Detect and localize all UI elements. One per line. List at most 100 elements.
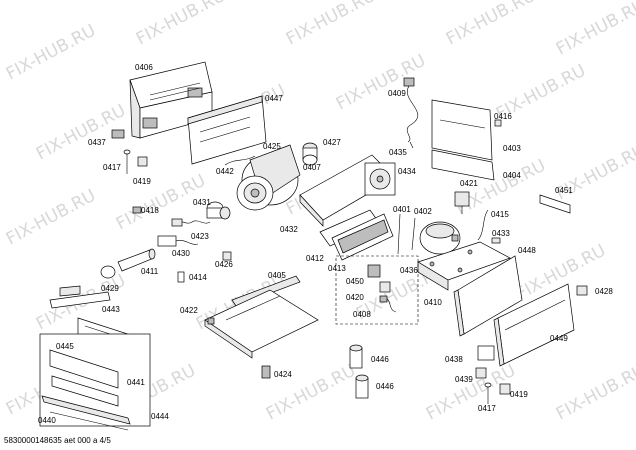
watermark: FIX-HUB.RU: [333, 51, 429, 115]
part-0446-bulb: [349, 344, 363, 369]
label-0439: 0439: [455, 375, 473, 384]
watermark: FIX-HUB.RU: [443, 0, 539, 49]
label-0418: 0418: [141, 206, 159, 215]
label-0444: 0444: [151, 412, 169, 421]
part-0435-fan-housing: [364, 162, 396, 196]
part-0413-tray: [331, 213, 394, 261]
watermark: FIX-HUB.RU: [553, 0, 636, 59]
label-0449: 0449: [550, 334, 568, 343]
label-0408: 0408: [353, 310, 371, 319]
part-0436-compressor: [419, 221, 461, 255]
label-0451: 0451: [555, 186, 573, 195]
part-0446-bulb: [355, 374, 369, 399]
label-0405: 0405: [268, 271, 286, 280]
watermark: FIX-HUB.RU: [133, 0, 229, 49]
label-0426: 0426: [215, 260, 233, 269]
part-0410-base-plate: [417, 241, 511, 291]
label-0433: 0433: [492, 229, 510, 238]
part-0418: [132, 206, 142, 214]
label-0410: 0410: [424, 298, 442, 307]
label-0446: 0446: [376, 382, 394, 391]
part-0402-rod: [411, 217, 416, 251]
part-0428: [576, 285, 588, 296]
part-0401-rod: [397, 213, 401, 255]
part-0444-strip: [49, 411, 129, 431]
label-0446: 0446: [371, 355, 389, 364]
watermark: FIX-HUB.RU: [553, 361, 636, 425]
label-0432: 0432: [280, 225, 298, 234]
label-0424: 0424: [274, 370, 292, 379]
part-0441-panel: [51, 375, 119, 407]
part-0421-relay: [454, 191, 470, 214]
part-0417-screw: [123, 149, 131, 174]
label-0419: 0419: [510, 390, 528, 399]
label-0442: 0442: [216, 167, 234, 176]
part-0417-screw: [484, 382, 492, 404]
document-reference: 5830000148635 aet 000 a 4/5: [4, 436, 111, 445]
label-0403: 0403: [503, 144, 521, 153]
part-0443-rail: [49, 285, 111, 309]
part-0409-power-cord: [403, 77, 419, 149]
part-0403-panel: [431, 99, 493, 161]
part-drawings: [39, 61, 588, 431]
label-0412: 0412: [306, 254, 324, 263]
part-0426: [222, 251, 232, 261]
part-0420: [379, 281, 391, 293]
part-0442-cable: [224, 155, 256, 166]
label-0423: 0423: [191, 232, 209, 241]
label-0447: 0447: [265, 94, 283, 103]
label-0411: 0411: [141, 267, 159, 276]
part-0405-bar: [231, 275, 301, 307]
part-0440-handle: [41, 395, 131, 425]
part-group-0450-0408: [335, 255, 419, 325]
part-0419-clip: [137, 156, 148, 167]
part-0445-panel: [49, 349, 119, 389]
label-0415: 0415: [491, 210, 509, 219]
label-0420: 0420: [346, 293, 364, 302]
label-0422: 0422: [180, 306, 198, 315]
label-0435: 0435: [389, 148, 407, 157]
part-0423-plug: [171, 218, 183, 227]
label-0438: 0438: [445, 355, 463, 364]
label-0450: 0450: [346, 277, 364, 286]
label-0436: 0436: [400, 266, 418, 275]
watermark: FIX-HUB.RU: [3, 21, 99, 85]
label-0445: 0445: [56, 342, 74, 351]
label-0414: 0414: [189, 273, 207, 282]
part-0429: [100, 265, 116, 279]
label-0401: 0401: [393, 205, 411, 214]
part-0404-panel: [431, 149, 495, 181]
part-0451-bracket: [539, 194, 571, 214]
part-0433: [491, 237, 501, 244]
label-0413: 0413: [328, 264, 346, 273]
label-0430: 0430: [172, 249, 190, 258]
label-0425: 0425: [263, 142, 281, 151]
label-0416: 0416: [494, 112, 512, 121]
label-0437: 0437: [88, 138, 106, 147]
label-0429: 0429: [101, 284, 119, 293]
part-0430-connector: [157, 235, 199, 247]
label-0431: 0431: [193, 198, 211, 207]
part-0414: [177, 271, 185, 283]
part-0419-clip: [499, 383, 511, 395]
part-0422-shelf: [204, 289, 319, 359]
label-0409: 0409: [388, 89, 406, 98]
part-0437: [111, 129, 125, 139]
part-0448-cover: [453, 255, 523, 337]
label-0407: 0407: [303, 163, 321, 172]
label-0404: 0404: [503, 171, 521, 180]
watermark: FIX-HUB.RU: [3, 186, 99, 250]
part-0447-panel: [187, 95, 267, 165]
label-0417: 0417: [103, 163, 121, 172]
part-0406-frame: [129, 61, 213, 139]
label-0443: 0443: [102, 305, 120, 314]
part-0424: [261, 365, 271, 379]
label-0428: 0428: [595, 287, 613, 296]
label-0402: 0402: [414, 207, 432, 216]
part-0439: [475, 367, 487, 379]
part-0408: [379, 295, 397, 313]
part-0415-tube: [477, 209, 489, 241]
part-labels: 0406 0447 0409 0416 0403 0437 0417 0419 …: [38, 63, 613, 425]
part-0449-side-panel: [493, 283, 575, 367]
